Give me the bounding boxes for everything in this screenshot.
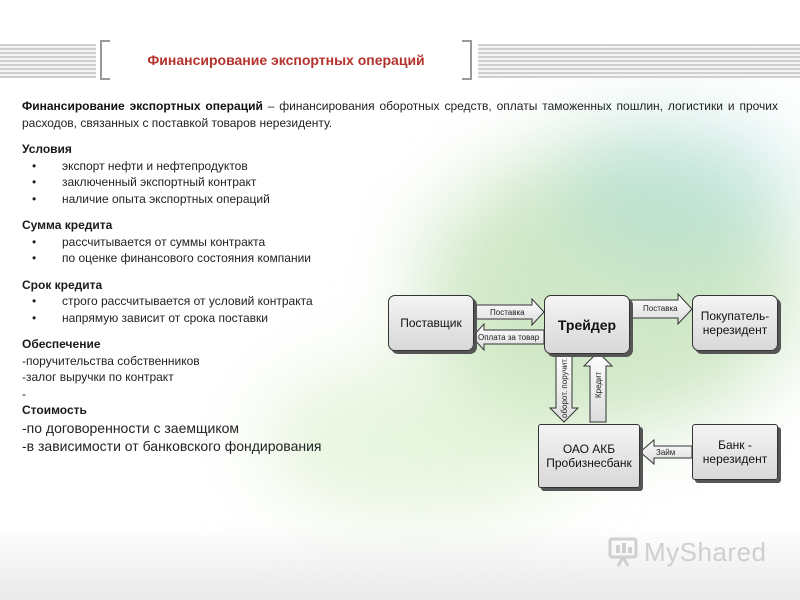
title-frame: Финансирование экспортных операций	[100, 40, 472, 80]
presentation-icon	[608, 537, 638, 567]
node-buyer: Покупатель-нерезидент	[692, 295, 778, 351]
amount-heading: Сумма кредита	[22, 218, 113, 232]
collateral-section: Обеспечение -поручительства собственнико…	[22, 336, 778, 455]
intro-definition: – финансирования оборотных средств, опла…	[22, 99, 778, 130]
cost-heading: Стоимость	[22, 403, 87, 417]
header-stripes-left	[0, 44, 96, 78]
term-heading: Срок кредита	[22, 277, 103, 292]
list-item: напрямую зависит от срока поставки	[22, 310, 778, 327]
collateral-heading: Обеспечение	[22, 337, 101, 351]
node-bank: ОАО АКБ Пробизнесбанк	[538, 424, 640, 488]
cost-line: -в зависимости от банковского фондирован…	[22, 437, 322, 454]
watermark-brand: MyShared	[644, 536, 767, 567]
node-supplier: Поставщик	[388, 295, 474, 351]
list-item: строго рассчитывается от условий контрак…	[22, 293, 778, 310]
watermark-logo: MyShared	[608, 536, 767, 568]
list-item: рассчитывается от суммы контракта	[22, 234, 778, 251]
intro-term: Финансирование экспортных операций	[22, 99, 263, 113]
main-content: Финансирование экспортных операций – фин…	[22, 98, 778, 455]
page-title: Финансирование экспортных операций	[147, 52, 425, 68]
background-footer	[0, 525, 800, 600]
header-stripes-right	[478, 44, 800, 78]
cost-line: -по договоренности с заемщиком	[22, 419, 240, 436]
term-section: Срок кредита строго рассчитывается от ус…	[22, 277, 778, 327]
node-foreign-bank: Банк - нерезидент	[692, 424, 778, 480]
amount-section: Сумма кредита рассчитывается от суммы ко…	[22, 217, 778, 267]
list-item: экспорт нефти и нефтепродуктов	[22, 158, 778, 175]
collateral-line: -	[22, 386, 26, 401]
conditions-heading: Условия	[22, 142, 72, 156]
list-item: наличие опыта экспортных операций	[22, 191, 778, 208]
background-glow	[260, 360, 580, 520]
list-item: по оценке финансового состояния компании	[22, 250, 778, 267]
collateral-line: -поручительства собственников	[22, 353, 200, 368]
collateral-line: -залог выручки по контракт	[22, 370, 174, 384]
conditions-section: Условия экспорт нефти и нефтепродуктов з…	[22, 141, 778, 207]
intro-paragraph: Финансирование экспортных операций – фин…	[22, 98, 778, 131]
list-item: заключенный экспортный контракт	[22, 174, 778, 191]
node-trader: Трейдер	[544, 295, 630, 354]
